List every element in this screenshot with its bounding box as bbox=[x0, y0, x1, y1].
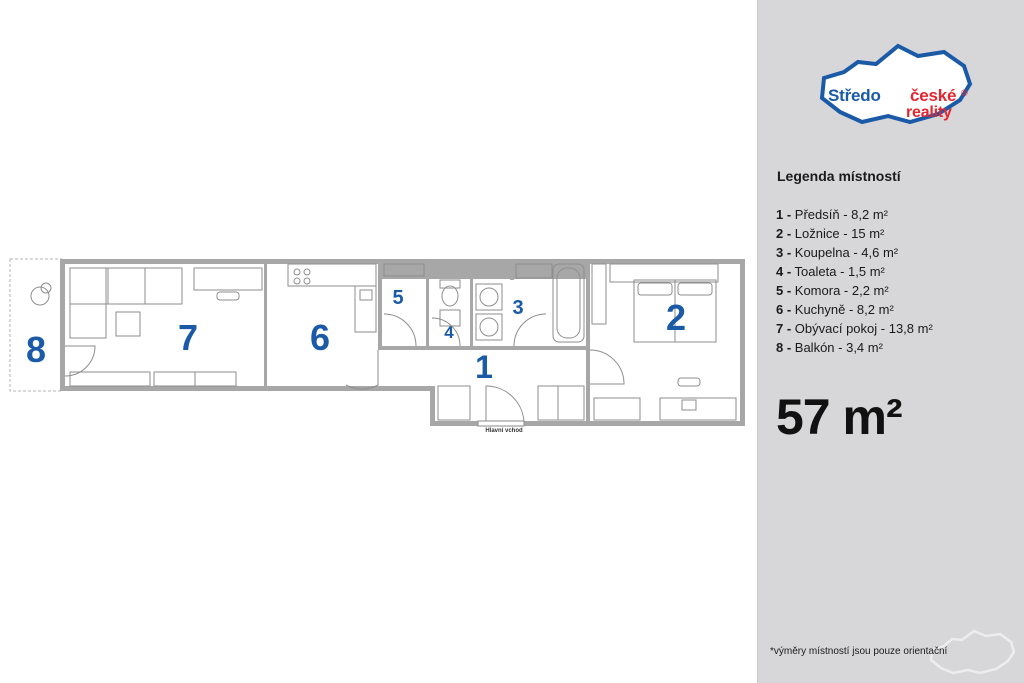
brand-logo bbox=[819, 43, 973, 125]
logo-text-reality: reality bbox=[906, 104, 952, 121]
living-room-furniture bbox=[69, 267, 263, 387]
floor-plan: 8 7 6 5 4 3 1 2 Hlavní vchod bbox=[9, 258, 745, 434]
legend-item-text: Koupelna - 4,6 m² bbox=[791, 245, 899, 260]
total-area: 57 m² bbox=[776, 389, 903, 445]
pantry-shelves bbox=[383, 263, 425, 277]
legend-panel: Středo české ® reality Legenda místností… bbox=[757, 0, 1024, 683]
entry-label: Hlavní vchod bbox=[485, 428, 523, 434]
logo-text-stredo: Středo bbox=[828, 86, 881, 105]
legend-item: 7 - Obývací pokoj - 13,8 m² bbox=[776, 319, 933, 338]
legend-item-text: Toaleta - 1,5 m² bbox=[791, 264, 885, 279]
room-number-3: 3 bbox=[512, 297, 523, 319]
legend-item-number: 3 - bbox=[776, 245, 792, 260]
door-main-entry bbox=[485, 385, 525, 425]
legend-item-number: 2 - bbox=[776, 226, 792, 241]
kitchen-counter bbox=[287, 263, 377, 333]
legend-item-number: 7 - bbox=[776, 321, 792, 336]
legend-item-text: Komora - 2,2 m² bbox=[791, 283, 889, 298]
door-kitchen bbox=[345, 350, 379, 390]
bedroom-furniture bbox=[591, 263, 737, 421]
room-number-2: 2 bbox=[666, 297, 686, 338]
door-toilet bbox=[431, 317, 461, 347]
legend-item: 4 - Toaleta - 1,5 m² bbox=[776, 262, 933, 281]
toilet-fixtures bbox=[439, 279, 461, 327]
legend-item: 2 - Ložnice - 15 m² bbox=[776, 224, 933, 243]
room-number-6: 6 bbox=[310, 317, 330, 358]
room-number-5: 5 bbox=[392, 287, 403, 309]
legend-item: 1 - Předsíň - 8,2 m² bbox=[776, 205, 933, 224]
legend-item: 3 - Koupelna - 4,6 m² bbox=[776, 243, 933, 262]
interior-walls bbox=[264, 262, 590, 424]
room-number-4: 4 bbox=[444, 323, 454, 342]
room-number-1: 1 bbox=[475, 349, 493, 385]
legend-item: 8 - Balkón - 3,4 m² bbox=[776, 338, 933, 357]
door-bedroom bbox=[589, 349, 625, 385]
legend-item-number: 8 - bbox=[776, 340, 792, 355]
room-number-7: 7 bbox=[178, 317, 198, 358]
door-pantry bbox=[383, 313, 417, 347]
room-number-8: 8 bbox=[26, 329, 46, 370]
legend-item-text: Obývací pokoj - 13,8 m² bbox=[791, 321, 933, 336]
hallway-fixtures bbox=[437, 385, 585, 421]
area-footnote: *výměry místností jsou pouze orientační bbox=[770, 646, 948, 657]
legend-item: 5 - Komora - 2,2 m² bbox=[776, 281, 933, 300]
balcony-chair bbox=[30, 282, 52, 306]
legend-item: 6 - Kuchyně - 8,2 m² bbox=[776, 300, 933, 319]
legend-item-number: 6 - bbox=[776, 302, 792, 317]
balcony-outline bbox=[9, 258, 63, 392]
legend-title: Legenda místností bbox=[777, 168, 901, 184]
legend-item-number: 1 - bbox=[776, 207, 792, 222]
logo-text-ceske: české bbox=[910, 86, 957, 105]
legend-item-text: Ložnice - 15 m² bbox=[791, 226, 885, 241]
legend-item-text: Kuchyně - 8,2 m² bbox=[791, 302, 894, 317]
legend-item-number: 5 - bbox=[776, 283, 792, 298]
legend-item-text: Balkón - 3,4 m² bbox=[791, 340, 883, 355]
bathroom-fixtures bbox=[475, 263, 585, 343]
legend-item-text: Předsíň - 8,2 m² bbox=[791, 207, 888, 222]
watermark-logo bbox=[929, 629, 1016, 675]
legend-list: 1 - Předsíň - 8,2 m² 2 - Ložnice - 15 m²… bbox=[776, 205, 933, 357]
legend-item-number: 4 - bbox=[776, 264, 792, 279]
registered-mark: ® bbox=[961, 88, 968, 98]
entry-threshold bbox=[477, 420, 525, 427]
door-bathroom bbox=[513, 313, 547, 347]
door-living-balcony bbox=[64, 345, 96, 377]
